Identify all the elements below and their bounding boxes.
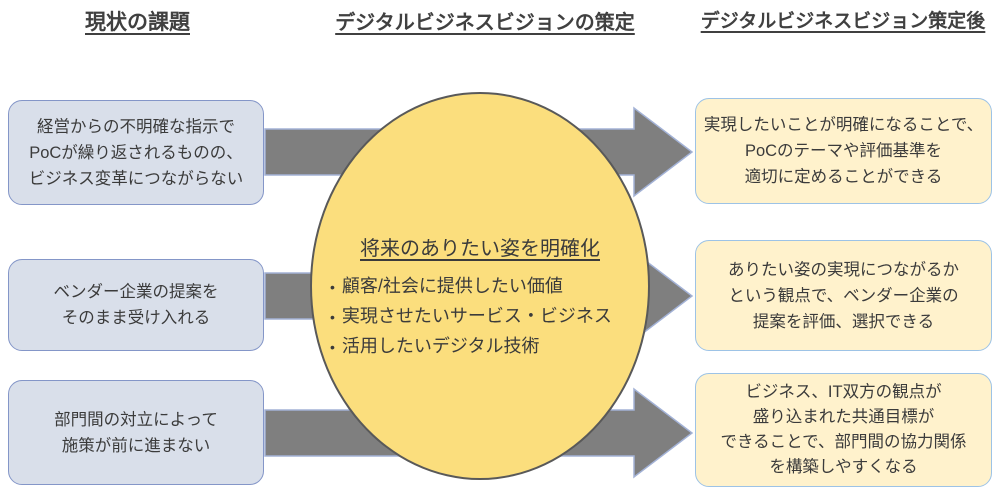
vision-bullet-item: • 顧客/社会に提供したい価値 — [330, 272, 642, 302]
bullet-icon: • — [330, 279, 335, 295]
issue-box-line: 部門間の対立によって — [54, 410, 218, 429]
outcome-box-line: PoCのテーマや評価基準を — [744, 142, 943, 160]
outcome-box-line: ありたい姿の実現につながるか — [728, 260, 959, 279]
issue-box-line: PoCが繰り返されるものの、 — [29, 143, 243, 162]
issue-box-line: そのまま受け入れる — [61, 309, 211, 327]
vision-bullet-item: • 実現させたいサービス・ビジネス — [330, 302, 642, 332]
outcome-box-line: 提案を評価、選択できる — [752, 312, 935, 331]
outcome-box-line: 盛り込まれた共通目標が — [752, 408, 935, 426]
issue-box-line: 施策が前に進まない — [61, 436, 211, 455]
outcome-box-cooperation: ビジネス、IT双方の観点が 盛り込まれた共通目標が できることで、部門間の協力関… — [695, 373, 992, 487]
header-after-vision: デジタルビジネスビジョン策定後 — [700, 11, 986, 32]
issue-box-unclear-instructions: 経営からの不明確な指示で PoCが繰り返されるものの、 ビジネス変革につながらな… — [8, 100, 264, 205]
vision-bullet-text: 実現させたいサービス・ビジネス — [341, 306, 612, 326]
issue-box-department-conflict: 部門間の対立によって 施策が前に進まない — [8, 380, 264, 485]
vision-ellipse: 将来のありたい姿を明確化 • 顧客/社会に提供したい価値 • 実現させたいサービ… — [310, 92, 650, 480]
outcome-box-vendor-evaluation: ありたい姿の実現につながるか という観点で、ベンダー企業の 提案を評価、選択でき… — [695, 240, 992, 351]
outcome-box-line: を構築しやすくなる — [769, 458, 918, 476]
issue-box-line: ベンダー企業の提案を — [53, 283, 219, 301]
vision-bullet-list: • 顧客/社会に提供したい価値 • 実現させたいサービス・ビジネス • 活用した… — [330, 272, 642, 362]
bullet-icon: • — [330, 339, 335, 355]
outcome-box-line: 適切に定めることができる — [744, 168, 943, 186]
issue-box-vendor-proposals: ベンダー企業の提案を そのまま受け入れる — [8, 259, 264, 351]
vision-bullet-text: 活用したいデジタル技術 — [341, 336, 540, 356]
outcome-box-poc-criteria: 実現したいことが明確になることで、 PoCのテーマや評価基準を 適切に定めること… — [695, 98, 992, 204]
outcome-box-line: という観点で、ベンダー企業の — [728, 286, 959, 305]
issue-box-line: 経営からの不明確な指示で — [37, 117, 235, 136]
vision-bullet-item: • 活用したいデジタル技術 — [330, 332, 642, 362]
outcome-box-line: 実現したいことが明確になることで、 — [703, 116, 984, 134]
vision-title: 将来のありたい姿を明確化 — [360, 238, 600, 260]
issue-box-line: ビジネス変革につながらない — [28, 169, 244, 188]
header-current-issues: 現状の課題 — [85, 11, 190, 34]
outcome-box-line: ビジネス、IT双方の観点が — [745, 383, 942, 401]
outcome-box-line: できることで、部門間の協力関係 — [720, 433, 967, 451]
bullet-icon: • — [330, 309, 335, 325]
header-vision-formulation: デジタルビジネスビジョンの策定 — [335, 12, 635, 34]
vision-bullet-text: 顧客/社会に提供したい価値 — [341, 276, 563, 296]
